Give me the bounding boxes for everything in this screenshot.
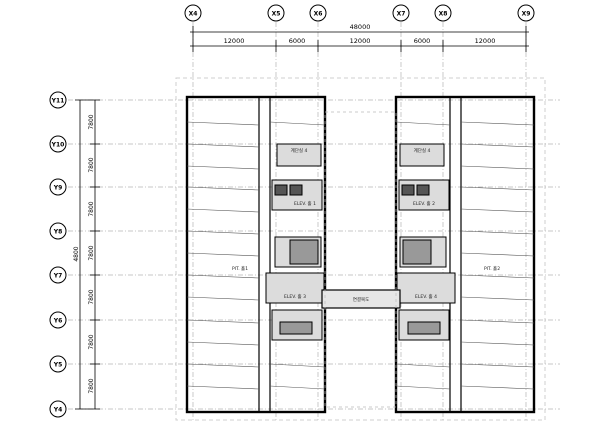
room-label: ELEV. 홀 2	[413, 200, 435, 207]
axis-bubble-X5: X5	[267, 4, 285, 22]
svg-text:X4: X4	[189, 11, 198, 18]
elevator-shaft	[274, 184, 288, 196]
room-label: ELEV. 홀 1	[294, 200, 316, 207]
stair-core	[276, 143, 322, 167]
stair-treads	[402, 239, 432, 265]
axis-bubble-X6: X6	[309, 4, 327, 22]
room-label: PIT. 홀1	[232, 265, 248, 272]
svg-text:Y7: Y7	[53, 273, 63, 280]
overall-width-dim: 48000	[350, 23, 371, 31]
row-dim: 7800	[88, 378, 95, 393]
elevator-shaft	[416, 184, 430, 196]
overall-height-dim: 4800	[73, 246, 80, 261]
left-wing-slab-lines	[186, 121, 326, 390]
elevator-core	[396, 272, 456, 304]
row-dim: 7800	[88, 245, 95, 260]
elevator-shaft	[401, 184, 415, 196]
svg-text:X5: X5	[272, 11, 281, 18]
top-dimension-lines: 48000 12000 6000 12000 6000 12000	[190, 23, 529, 52]
bay-dim: 6000	[289, 37, 306, 45]
axis-bubble-X7: X7	[392, 4, 410, 22]
room-label: 계단실 4	[291, 147, 308, 154]
svg-text:Y9: Y9	[53, 185, 63, 192]
left-wing: 계단실 4 ELEV. 홀 1 ELEV. 홀 3 PIT. 홀1	[185, 95, 327, 414]
svg-text:X7: X7	[397, 11, 406, 18]
axis-bubble-X9: X9	[517, 4, 535, 22]
row-dim: 7800	[88, 289, 95, 304]
left-dimension-lines: 4800 7800 7800 7800 7800 7800 7800 7800	[73, 99, 100, 410]
room-label: ELEV. 홀 3	[284, 293, 306, 300]
svg-text:X9: X9	[522, 11, 531, 18]
axis-bubble-Y6: Y6	[49, 311, 67, 329]
site-boundary	[175, 77, 546, 421]
svg-text:X8: X8	[439, 11, 448, 18]
axis-bubble-X4: X4	[184, 4, 202, 22]
stair-treads	[279, 321, 313, 335]
connecting-bridge: 연결복도	[321, 289, 401, 309]
stair-core	[399, 143, 445, 167]
axis-bubble-Y8: Y8	[49, 222, 67, 240]
axis-bubble-X8: X8	[434, 4, 452, 22]
bay-dim: 12000	[224, 37, 245, 45]
room-label: ELEV. 홀 4	[415, 293, 437, 300]
elevator-shaft	[289, 184, 303, 196]
room-label: 연결복도	[353, 296, 370, 303]
row-dim: 7800	[88, 201, 95, 216]
vertical-grid-lines	[192, 22, 527, 420]
stair-treads	[289, 239, 319, 265]
axis-bubble-Y10: Y10	[49, 135, 67, 153]
svg-text:Y11: Y11	[51, 98, 65, 105]
bridge-slab	[321, 289, 401, 309]
horizontal-grid-lines	[68, 99, 560, 410]
row-axis-bubbles: Y11 Y10 Y9 Y8 Y7 Y6 Y5 Y4	[49, 91, 67, 418]
axis-bubble-Y4: Y4	[49, 400, 67, 418]
room-label: PIT. 홀2	[484, 265, 500, 272]
axis-bubble-Y9: Y9	[49, 178, 67, 196]
atrium-outline	[324, 111, 397, 408]
right-wing-slab-lines	[395, 121, 535, 390]
row-dim: 7800	[88, 157, 95, 172]
stair-treads	[407, 321, 441, 335]
svg-text:Y4: Y4	[53, 407, 63, 414]
axis-bubble-Y7: Y7	[49, 266, 67, 284]
bay-dim: 6000	[414, 37, 431, 45]
axis-bubble-Y5: Y5	[49, 355, 67, 373]
room-label: 계단실 4	[414, 147, 431, 154]
right-wing-outline	[394, 95, 536, 414]
row-dim: 7800	[88, 334, 95, 349]
bay-dim: 12000	[475, 37, 496, 45]
svg-text:Y5: Y5	[53, 362, 63, 369]
elevator-core	[265, 272, 325, 304]
svg-text:Y6: Y6	[53, 318, 63, 325]
svg-text:Y8: Y8	[53, 229, 63, 236]
row-dim: 7800	[88, 114, 95, 129]
column-axis-bubbles: X4 X5 X6 X7 X8 X9	[184, 4, 535, 22]
right-wing: 계단실 4 ELEV. 홀 2 ELEV. 홀 4 PIT. 홀2	[394, 95, 536, 414]
svg-text:X6: X6	[314, 11, 323, 18]
bay-dim: 12000	[350, 37, 371, 45]
axis-bubble-Y11: Y11	[49, 91, 67, 109]
svg-text:Y10: Y10	[51, 142, 65, 149]
